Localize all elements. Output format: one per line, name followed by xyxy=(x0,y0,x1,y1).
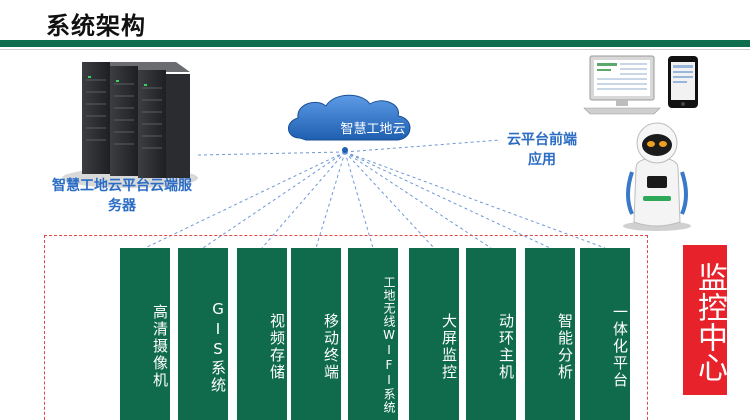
module-integrated-platform: 一体化平台 xyxy=(580,248,630,420)
connection-lines xyxy=(144,139,606,249)
cloud-label: 智慧工地云 xyxy=(340,122,406,137)
frontend-app-label: 云平台前端应用 xyxy=(507,132,577,168)
module-hd-camera: 高清摄像机 xyxy=(120,248,170,420)
smartphone-icon xyxy=(668,56,698,108)
monitoring-center: 监控中心 xyxy=(683,245,727,395)
robot-icon xyxy=(623,122,691,231)
module-big-screen-monitoring: 大屏监控 xyxy=(409,248,459,420)
cloud-icon xyxy=(288,94,411,153)
subsystems-boundary xyxy=(44,235,648,420)
module-video-storage: 视频存储 xyxy=(237,248,287,420)
page-title: 系统架构 xyxy=(46,12,146,40)
server-rack-icon xyxy=(62,62,198,188)
header-bar xyxy=(0,40,750,47)
module-site-wifi: 工地无线WIFI系统 xyxy=(348,248,398,420)
header-divider xyxy=(0,49,750,50)
module-mobile-terminal: 移动终端 xyxy=(291,248,341,420)
module-environment-host: 动环主机 xyxy=(466,248,516,420)
module-gis-system: GIS系统 xyxy=(178,248,228,420)
module-intelligent-analysis: 智能分析 xyxy=(525,248,575,420)
server-label: 智慧工地云平台云端服务器 xyxy=(52,178,192,214)
desktop-computer-icon xyxy=(583,55,661,115)
